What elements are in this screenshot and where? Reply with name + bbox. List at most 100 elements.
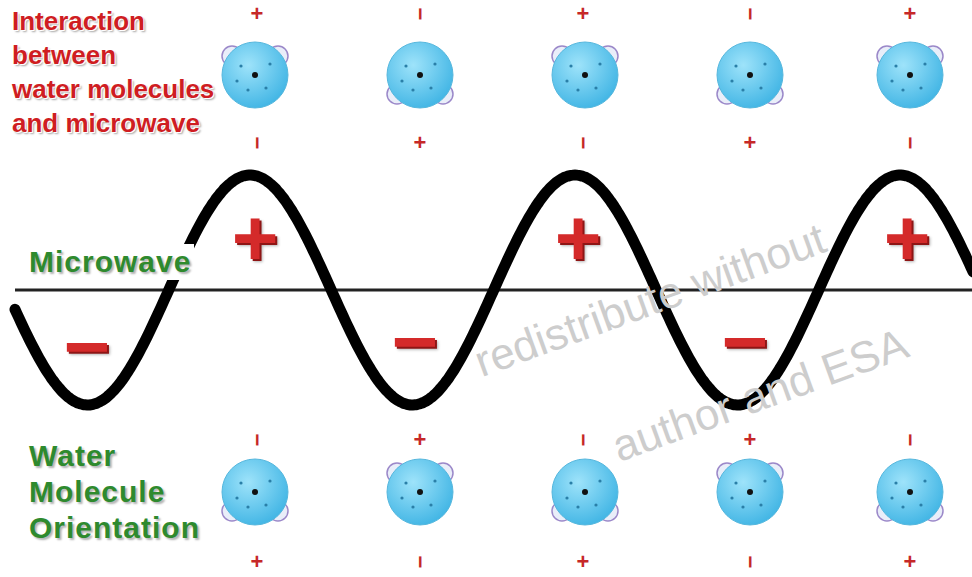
electron-dot xyxy=(268,62,271,65)
charge-sign: + xyxy=(251,551,264,573)
electron-dot xyxy=(901,88,904,91)
charge-sign: + xyxy=(414,132,427,154)
electron-dot xyxy=(235,496,238,499)
electron-dot xyxy=(429,503,432,506)
electron-dot xyxy=(919,86,922,89)
field-polarity-sign: + xyxy=(884,198,931,278)
charge-sign: − xyxy=(572,434,594,447)
atom-nucleus xyxy=(907,489,913,495)
oxygen-atom xyxy=(877,42,943,108)
electron-dot xyxy=(763,479,766,482)
field-polarity-sign: − xyxy=(64,307,111,387)
atom-nucleus xyxy=(907,72,913,78)
charge-sign: + xyxy=(577,551,590,573)
water-molecule xyxy=(222,459,288,525)
atom-nucleus xyxy=(582,72,588,78)
electron-dot xyxy=(268,479,271,482)
field-polarity-sign: − xyxy=(392,302,439,382)
charge-sign: − xyxy=(409,556,431,569)
electron-dot xyxy=(923,62,926,65)
water-molecule xyxy=(387,42,453,108)
electron-dot xyxy=(901,505,904,508)
atom-nucleus xyxy=(582,489,588,495)
electron-dot xyxy=(734,481,737,484)
electron-dot xyxy=(429,86,432,89)
wave-label: Microwave xyxy=(26,244,194,280)
electron-dot xyxy=(246,505,249,508)
atom-nucleus xyxy=(747,72,753,78)
electron-dot xyxy=(404,481,407,484)
electron-dot xyxy=(763,62,766,65)
atom-nucleus xyxy=(252,489,258,495)
electron-dot xyxy=(894,64,897,67)
charge-sign: + xyxy=(744,429,757,451)
charge-sign: − xyxy=(246,434,268,447)
electron-dot xyxy=(569,64,572,67)
electron-dot xyxy=(576,88,579,91)
atom-nucleus xyxy=(417,489,423,495)
electron-dot xyxy=(404,64,407,67)
charge-sign: − xyxy=(899,137,921,150)
electron-dot xyxy=(235,79,238,82)
electron-dot xyxy=(759,503,762,506)
charge-sign: − xyxy=(572,137,594,150)
water-molecule xyxy=(877,459,943,525)
diagram-title: Interaction between water molecules and … xyxy=(12,4,214,140)
electron-dot xyxy=(411,88,414,91)
electron-dot xyxy=(433,479,436,482)
electron-dot xyxy=(264,503,267,506)
field-polarity-sign: + xyxy=(232,198,279,278)
oxygen-atom xyxy=(717,459,783,525)
electron-dot xyxy=(433,62,436,65)
electron-dot xyxy=(598,62,601,65)
oxygen-atom xyxy=(222,459,288,525)
electron-dot xyxy=(759,86,762,89)
water-molecule xyxy=(222,42,288,108)
electron-dot xyxy=(594,503,597,506)
field-polarity-sign: + xyxy=(555,198,602,278)
atom-nucleus xyxy=(252,72,258,78)
electron-dot xyxy=(598,479,601,482)
charge-sign: − xyxy=(739,8,761,21)
oxygen-atom xyxy=(387,42,453,108)
electron-dot xyxy=(741,505,744,508)
watermark: redistribute without xyxy=(469,216,831,384)
oxygen-atom xyxy=(222,42,288,108)
charge-sign: − xyxy=(246,137,268,150)
electron-dot xyxy=(239,64,242,67)
water-molecule xyxy=(717,459,783,525)
water-molecule xyxy=(552,459,618,525)
electron-dot xyxy=(264,86,267,89)
electron-dot xyxy=(890,496,893,499)
electron-dot xyxy=(894,481,897,484)
electron-dot xyxy=(594,86,597,89)
charge-sign: + xyxy=(904,551,917,573)
electron-dot xyxy=(565,79,568,82)
oxygen-atom xyxy=(552,42,618,108)
charge-sign: + xyxy=(251,3,264,25)
water-molecule xyxy=(552,42,618,108)
atom-nucleus xyxy=(747,489,753,495)
electron-dot xyxy=(741,88,744,91)
electron-dot xyxy=(890,79,893,82)
electron-dot xyxy=(730,496,733,499)
electron-dot xyxy=(730,79,733,82)
charge-sign: + xyxy=(744,132,757,154)
charge-sign: − xyxy=(409,8,431,21)
electron-dot xyxy=(400,79,403,82)
electron-dot xyxy=(239,481,242,484)
atom-nucleus xyxy=(417,72,423,78)
oxygen-atom xyxy=(552,459,618,525)
electron-dot xyxy=(569,481,572,484)
charge-sign: + xyxy=(904,3,917,25)
electron-dot xyxy=(919,503,922,506)
electron-dot xyxy=(923,479,926,482)
electron-dot xyxy=(565,496,568,499)
water-molecule xyxy=(387,459,453,525)
charge-sign: − xyxy=(899,434,921,447)
charge-sign: + xyxy=(414,429,427,451)
orientation-label: Water Molecule Orientation xyxy=(26,438,203,546)
oxygen-atom xyxy=(387,459,453,525)
oxygen-atom xyxy=(877,459,943,525)
